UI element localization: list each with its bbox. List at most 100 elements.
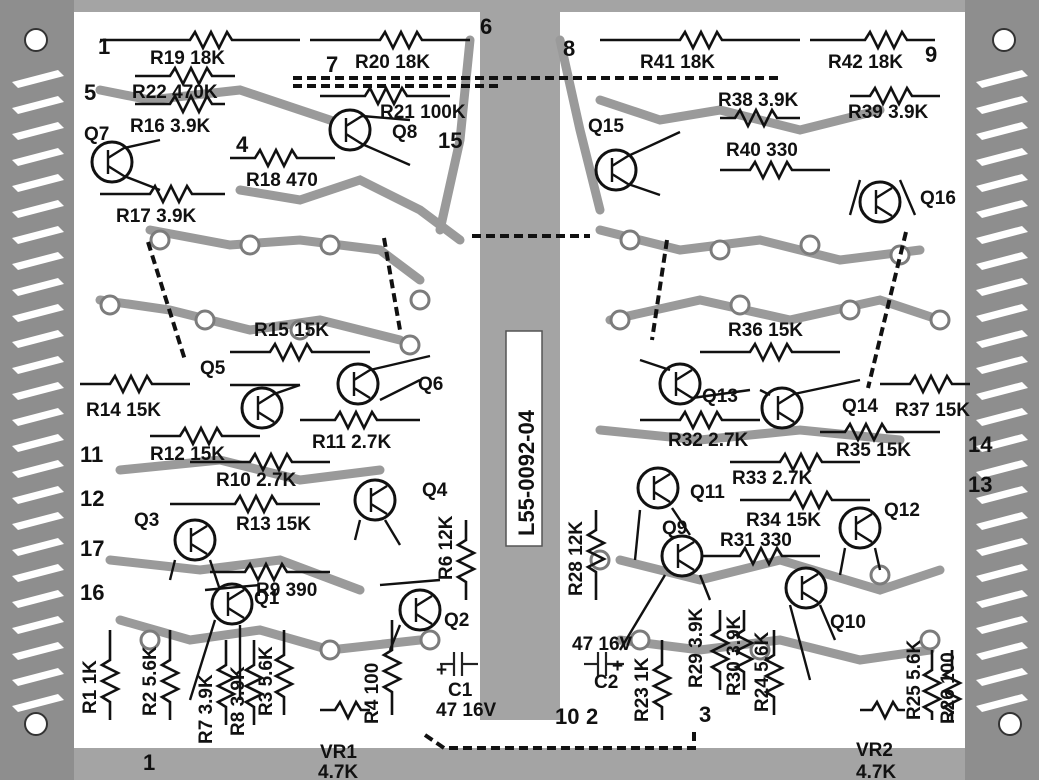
label-q9: Q9 xyxy=(662,518,687,539)
label-q2: Q2 xyxy=(444,610,469,631)
pin-11: 11 xyxy=(80,442,103,467)
edge-slot xyxy=(976,174,1028,192)
edge-slot xyxy=(976,642,1028,660)
edge-slot xyxy=(12,538,64,556)
label-r12: R12 15K xyxy=(150,444,225,465)
q10-symbol xyxy=(784,566,837,681)
q15-symbol xyxy=(594,130,681,197)
q11-symbol xyxy=(633,466,691,561)
label-vr1: VR1 xyxy=(320,742,357,763)
edge-slot xyxy=(976,96,1028,114)
pin-8: 8 xyxy=(563,36,575,61)
edge-slot xyxy=(976,382,1028,400)
edge-slot xyxy=(12,356,64,374)
solder-pads xyxy=(99,229,951,661)
label-r31: R31 330 xyxy=(720,530,792,551)
edge-slot xyxy=(976,460,1028,478)
pin-10: 10 xyxy=(555,704,579,729)
edge-slot xyxy=(976,616,1028,634)
label-r30: R30 3.9K xyxy=(724,615,745,696)
edge-slot xyxy=(12,434,64,452)
edge-slot xyxy=(12,70,64,88)
pin-4: 4 xyxy=(236,132,249,157)
q14-symbol xyxy=(759,378,861,430)
pin-15: 15 xyxy=(438,128,462,153)
label-r20: R20 18K xyxy=(355,52,430,73)
label-r42: R42 18K xyxy=(828,52,903,73)
q9-symbol xyxy=(618,534,712,651)
label-vr2: VR2 xyxy=(856,740,893,761)
edge-slot xyxy=(12,616,64,634)
edge-slot xyxy=(976,278,1028,296)
label-r17: R17 3.9K xyxy=(116,206,197,227)
label-q4: Q4 xyxy=(422,480,448,501)
label-r26: R26 100 xyxy=(938,652,959,724)
label-r8: R8 3.9K xyxy=(228,666,249,736)
label-r1: R1 1K xyxy=(80,660,101,714)
edge-slot xyxy=(976,564,1028,582)
label-r13: R13 15K xyxy=(236,514,311,535)
label-r3: R3 5.6K xyxy=(256,646,277,716)
label-q11: Q11 xyxy=(690,482,725,503)
label-r39: R39 3.9K xyxy=(848,102,929,123)
q4-symbol xyxy=(353,478,402,546)
label-r7: R7 3.9K xyxy=(196,674,217,744)
label-q10: Q10 xyxy=(830,612,866,633)
q5-symbol xyxy=(230,383,301,430)
label-r35: R35 15K xyxy=(836,440,911,461)
pin-1-bottom: 1 xyxy=(143,750,155,775)
edge-slot xyxy=(12,252,64,270)
vr1-symbol xyxy=(320,699,370,721)
pin-12: 12 xyxy=(80,486,104,511)
q13-symbol xyxy=(639,358,751,406)
label-r15: R15 15K xyxy=(254,320,329,341)
right-edge-slots xyxy=(976,70,1028,712)
label-q8: Q8 xyxy=(392,122,417,143)
c2-symbol xyxy=(584,652,624,676)
bottom-edge xyxy=(74,748,965,780)
label-r2: R2 5.6K xyxy=(140,646,161,716)
label-r19: R19 18K xyxy=(150,48,225,69)
edge-slot xyxy=(976,694,1028,712)
label-r16: R16 3.9K xyxy=(130,116,211,137)
label-r21: R21 100K xyxy=(380,102,466,123)
edge-slot xyxy=(976,356,1028,374)
label-r10: R10 2.7K xyxy=(216,470,297,491)
label-q15: Q15 xyxy=(588,116,624,137)
label-q16: Q16 xyxy=(920,188,956,209)
label-r23: R23 1K xyxy=(632,657,653,722)
label-r41: R41 18K xyxy=(640,52,715,73)
edge-slot xyxy=(12,668,64,686)
vr2-symbol xyxy=(860,699,905,721)
edge-slot xyxy=(12,96,64,114)
edge-slot xyxy=(12,174,64,192)
label-r32: R32 2.7K xyxy=(668,430,749,451)
edge-slot xyxy=(12,694,64,712)
c1-symbol xyxy=(440,652,478,676)
label-q13: Q13 xyxy=(702,386,738,407)
q3-symbol xyxy=(168,518,222,591)
label-r11: R11 2.7K xyxy=(312,432,391,453)
edge-slot xyxy=(976,512,1028,530)
mount-hole-bottom-left xyxy=(24,712,48,736)
edge-slot xyxy=(976,122,1028,140)
pin-14: 14 xyxy=(968,432,993,457)
label-c2-value: 47 16V xyxy=(572,634,633,655)
label-q3: Q3 xyxy=(134,510,159,531)
label-r37: R37 15K xyxy=(895,400,970,421)
label-r9: R9 390 xyxy=(256,580,317,601)
c2-polarity: + xyxy=(612,656,623,677)
edge-slot xyxy=(12,330,64,348)
pin-13: 13 xyxy=(968,472,992,497)
jumper-wires xyxy=(146,76,908,750)
edge-slot xyxy=(12,304,64,322)
label-r33: R33 2.7K xyxy=(732,468,813,489)
edge-slot xyxy=(976,252,1028,270)
edge-slot xyxy=(976,434,1028,452)
edge-slot xyxy=(12,382,64,400)
label-vr1-value: 4.7K xyxy=(318,762,358,780)
label-r24: R24 5.6K xyxy=(752,631,773,712)
pin-9: 9 xyxy=(925,42,937,67)
label-q7: Q7 xyxy=(84,124,109,145)
